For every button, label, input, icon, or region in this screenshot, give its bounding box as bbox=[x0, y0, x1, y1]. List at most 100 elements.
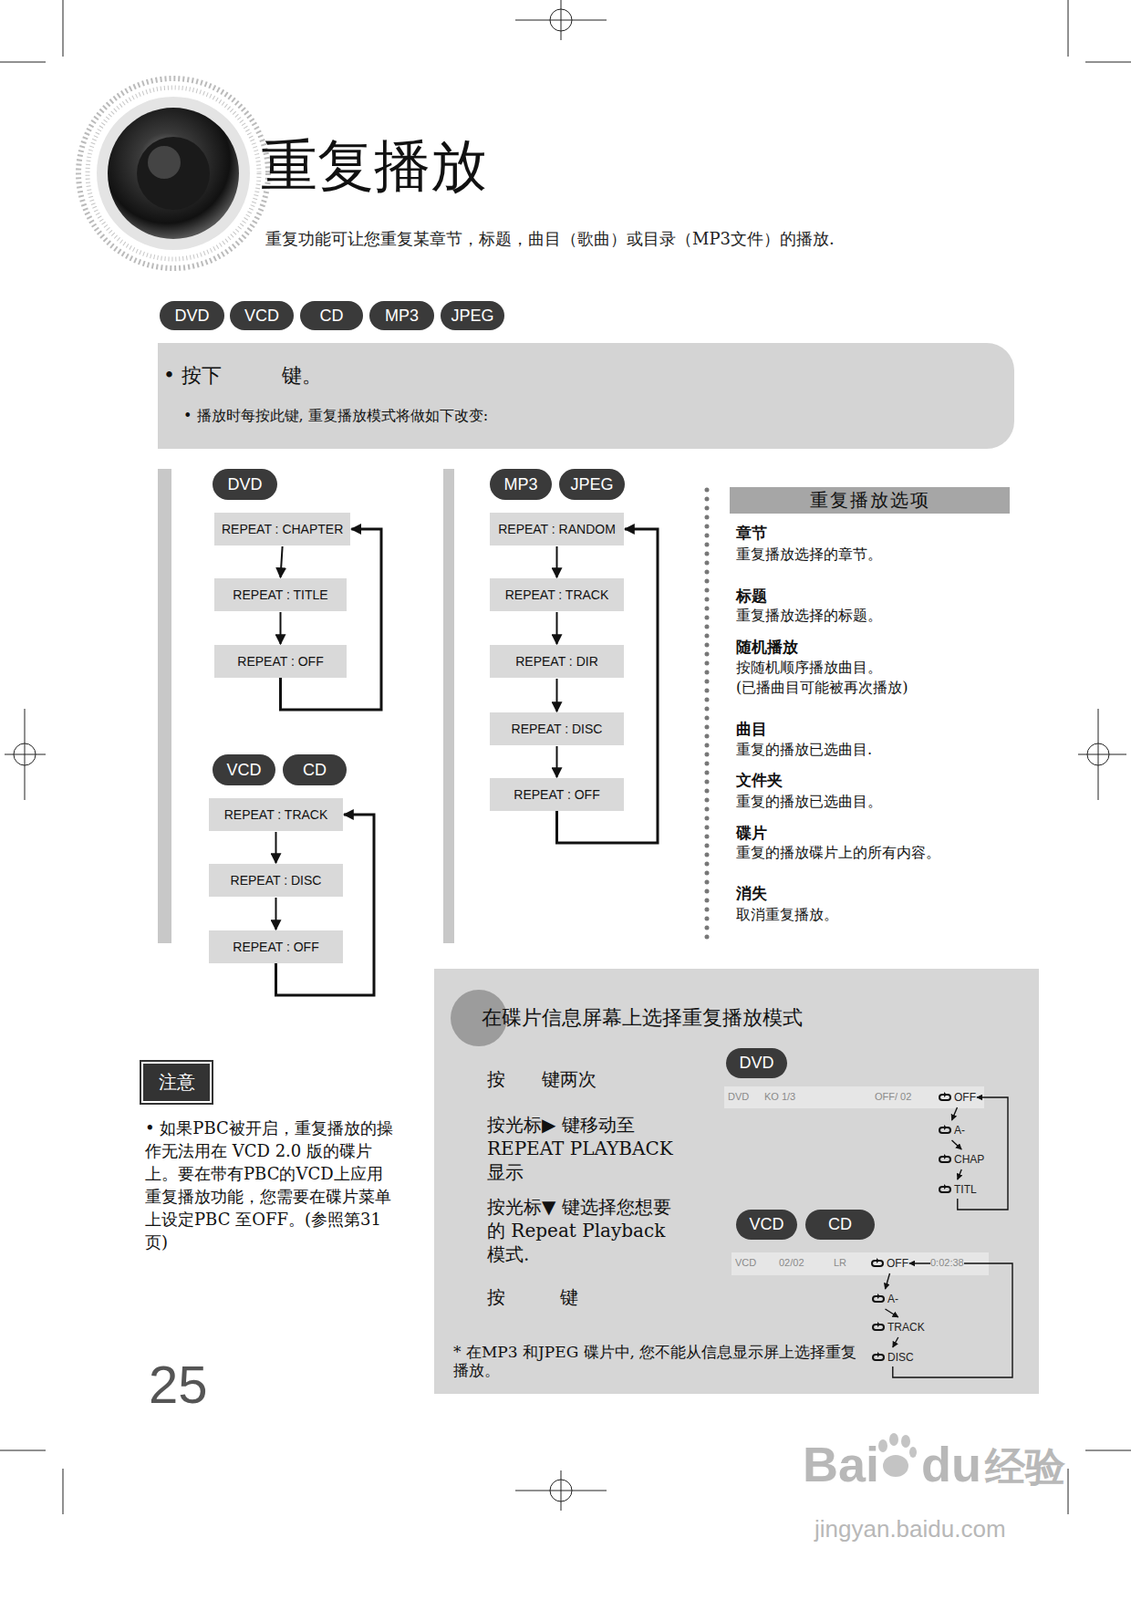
text-slot: 文件夹 bbox=[736, 770, 783, 790]
next-connector bbox=[885, 1273, 891, 1289]
node-text: 按光标▶ 键移动至 REPEAT PLAYBACK 显示 bbox=[487, 1112, 684, 1184]
watermark: 经验 bbox=[985, 1441, 1066, 1492]
text-slot: 曲目 bbox=[736, 719, 768, 739]
option-text: 重复的播放已选曲目。 bbox=[736, 792, 882, 811]
text-slot: VCD bbox=[735, 1256, 757, 1269]
repeat-icon bbox=[938, 1153, 952, 1165]
watermark-paw bbox=[878, 1432, 917, 1477]
page-title: 重复播放 bbox=[260, 134, 717, 198]
info-panel: 在碟片信息屏幕上选择重复播放模式按 键两次按光标▶ 键移动至 REPEAT PL… bbox=[434, 968, 1039, 1394]
node-text: DISC bbox=[887, 1350, 914, 1364]
next-connector bbox=[556, 678, 559, 712]
speaker-illustration bbox=[78, 78, 269, 269]
text-slot: 随机播放 bbox=[736, 637, 799, 657]
disc-badge: CD bbox=[805, 1209, 875, 1240]
node-text: 按 键两次 bbox=[487, 1067, 697, 1091]
disc-badge: CD bbox=[300, 300, 364, 331]
text-slot: 0:02:38 bbox=[930, 1256, 965, 1269]
disc-badge: DVD bbox=[212, 468, 278, 500]
return-connector bbox=[892, 1263, 1013, 1378]
mode-box: REPEAT : CHAPTER bbox=[214, 512, 351, 546]
next-connector bbox=[280, 612, 282, 644]
text-slot: 按光标▼ 键选择您想要的 Repeat Playback 模式. bbox=[487, 1194, 684, 1266]
text-slot: 标题 bbox=[736, 586, 768, 606]
status-bar: VCD02/02LR0:02:38OFF bbox=[731, 1252, 989, 1276]
text-slot: 章节 bbox=[736, 523, 768, 543]
node-text: 重复播放选项 bbox=[809, 487, 931, 513]
text-slot: 取消重复播放。 bbox=[736, 905, 839, 924]
divider-bar bbox=[443, 468, 455, 944]
text-slot: 在碟片信息屏幕上选择重复播放模式 bbox=[481, 1005, 993, 1032]
note-box: 注意 bbox=[143, 1063, 210, 1101]
text-slot: (已播曲目可能被再次播放) bbox=[736, 678, 908, 697]
mode-box: REPEAT : TRACK bbox=[208, 798, 343, 831]
repeat-option: DISC bbox=[871, 1348, 914, 1367]
text-slot: 02/02 bbox=[778, 1256, 805, 1269]
next-connector bbox=[556, 546, 559, 578]
status-bar: DVDKO 1/3OFF/ 02OFF bbox=[724, 1086, 985, 1109]
text-slot: Bai bbox=[802, 1433, 880, 1496]
subtitle: 重复功能可让您重复某章节，标题，曲目（歌曲）或目录（MP3文件）的播放. bbox=[265, 228, 904, 250]
option-heading: 标题 bbox=[736, 586, 768, 606]
divider-bar bbox=[157, 468, 172, 944]
mode-box: REPEAT : DISC bbox=[208, 863, 343, 897]
node-text: REPEAT : DISC bbox=[511, 721, 603, 737]
node-text: VCD bbox=[735, 1256, 757, 1269]
node-text: REPEAT : OFF bbox=[237, 653, 323, 669]
text-slot: 碟片 bbox=[736, 823, 768, 843]
text-slot: KO 1/3 bbox=[764, 1090, 796, 1103]
node-text: KO 1/3 bbox=[764, 1090, 796, 1103]
node-text: REPEAT : CHAPTER bbox=[221, 521, 343, 537]
text-slot: 重复的播放已选曲目。 bbox=[736, 792, 882, 811]
text-slot: 经验 bbox=[985, 1441, 1066, 1492]
next-connector bbox=[556, 612, 559, 644]
text-slot: 重复播放 bbox=[260, 134, 717, 198]
next-connector bbox=[957, 1169, 962, 1180]
watermark: du bbox=[921, 1433, 982, 1496]
text-slot: du bbox=[921, 1433, 982, 1496]
repeat-icon bbox=[871, 1351, 885, 1363]
mode-box: REPEAT : OFF bbox=[214, 644, 347, 678]
option-text: 取消重复播放。 bbox=[736, 905, 839, 924]
repeat-option: OFF bbox=[871, 1254, 909, 1273]
node-text: 注意 bbox=[158, 1069, 196, 1095]
disc-badge: CD bbox=[282, 754, 347, 786]
node-text: REPEAT : OFF bbox=[232, 939, 319, 955]
option-heading: 章节 bbox=[736, 523, 768, 543]
node-text: JPEG bbox=[450, 306, 494, 326]
text-slot: OFF/ 02 bbox=[874, 1090, 912, 1103]
node-text: OFF bbox=[954, 1090, 976, 1104]
node-text: * 在MP3 和JPEG 碟片中, 您不能从信息显示屏上选择重复播放。 bbox=[453, 1342, 864, 1381]
mode-box: REPEAT : DIR bbox=[489, 644, 624, 678]
text-slot: 按 键 bbox=[487, 1285, 697, 1309]
node-text: CD bbox=[828, 1214, 852, 1235]
node-text: 0:02:38 bbox=[930, 1256, 965, 1269]
node-text: REPEAT : TRACK bbox=[505, 587, 610, 602]
mode-box: REPEAT : TITLE bbox=[214, 578, 347, 612]
node-text: CD bbox=[302, 760, 327, 780]
text-slot: 重复功能可让您重复某章节，标题，曲目（歌曲）或目录（MP3文件）的播放. bbox=[265, 228, 904, 250]
text-slot: 重复播放选择的标题。 bbox=[736, 606, 882, 625]
node-text: REPEAT : DIR bbox=[515, 653, 599, 669]
note-text: • 如果PBC被开启，重复播放的操作无法用在 VCD 2.0 版的碟片上。要在带… bbox=[145, 1116, 394, 1254]
repeat-icon bbox=[938, 1124, 952, 1136]
option-heading: 文件夹 bbox=[736, 770, 783, 790]
repeat-icon bbox=[871, 1293, 885, 1305]
node-text: MP3 bbox=[503, 475, 538, 495]
node-text: DVD bbox=[174, 306, 209, 326]
dotted-divider bbox=[705, 489, 710, 944]
next-connector bbox=[885, 1308, 899, 1318]
option-text: 重复的播放已选曲目. bbox=[736, 740, 872, 759]
mode-box: REPEAT : OFF bbox=[489, 778, 624, 811]
text-slot: 重复的播放已选曲目. bbox=[736, 740, 872, 759]
text-slot: * 在MP3 和JPEG 碟片中, 您不能从信息显示屏上选择重复播放。 bbox=[453, 1342, 864, 1381]
repeat-option: OFF bbox=[938, 1088, 976, 1107]
next-connector bbox=[275, 831, 278, 863]
watermark: Bai bbox=[802, 1433, 880, 1496]
mode-box: REPEAT : TRACK bbox=[489, 578, 624, 612]
node-text: OFF bbox=[886, 1256, 909, 1270]
text-slot: 消失 bbox=[736, 883, 768, 903]
text-slot: • 如果PBC被开启，重复播放的操作无法用在 VCD 2.0 版的碟片上。要在带… bbox=[145, 1116, 394, 1254]
node-text: • 按下 键。 bbox=[163, 363, 322, 390]
